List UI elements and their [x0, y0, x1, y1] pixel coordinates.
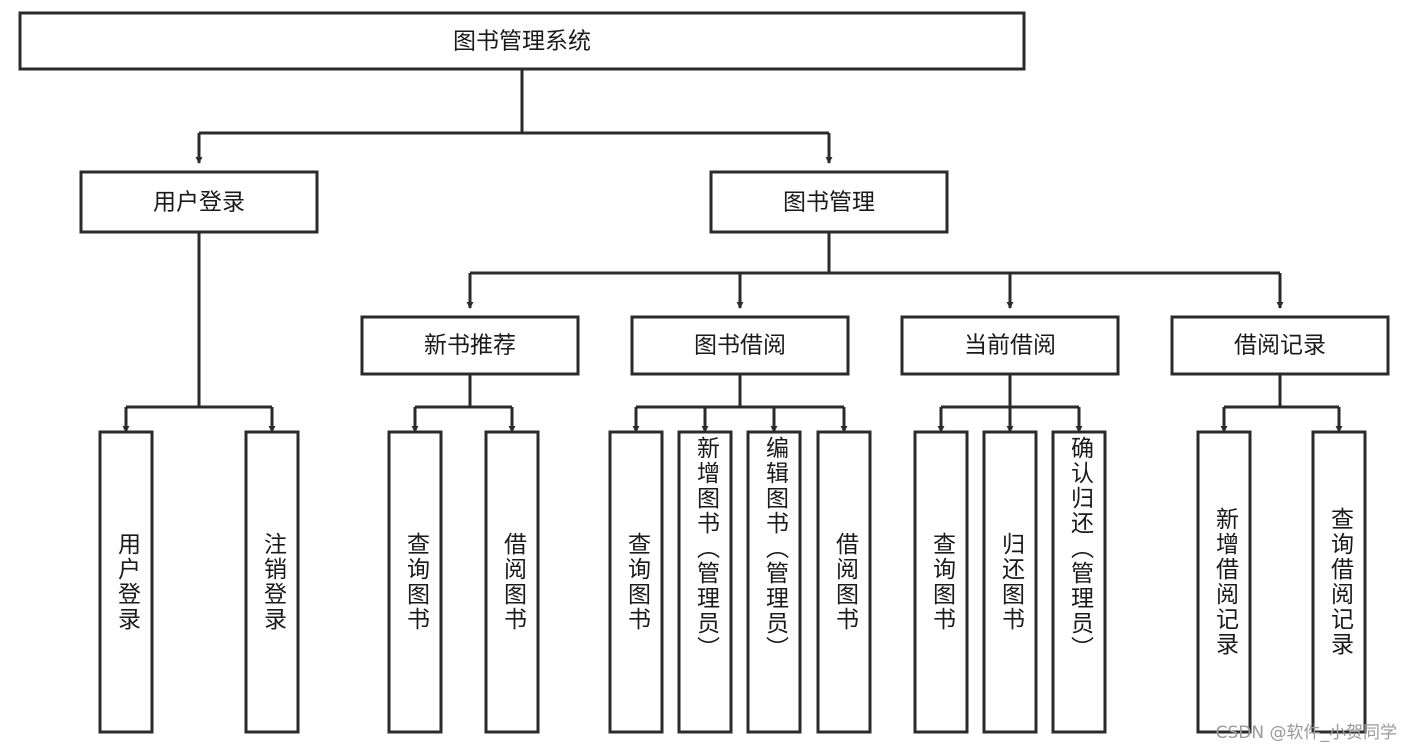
connector-group-record [1220, 374, 1343, 433]
connector-group-user-login [122, 232, 276, 433]
node-leaf-box-3[interactable] [484, 430, 540, 734]
node-leaf-box-7[interactable] [816, 430, 872, 734]
node-current-box[interactable] [900, 315, 1120, 376]
node-leaf-box-5[interactable] [677, 430, 733, 734]
node-leaf-box-2[interactable] [387, 430, 443, 734]
connector-group-root [195, 69, 833, 164]
node-leaf-box-6[interactable] [746, 430, 802, 734]
node-root-label: 图书管理系统 [453, 29, 591, 55]
node-leaf-box-9[interactable] [982, 430, 1038, 734]
node-leaf-box-11[interactable] [1196, 430, 1252, 734]
connector-group-new-book [411, 374, 516, 433]
node-record-label: 借阅记录 [1234, 333, 1326, 359]
node-new-book-label: 新书推荐 [424, 333, 516, 359]
node-root-box[interactable] [18, 11, 1026, 71]
node-book-mgmt-box[interactable] [709, 170, 949, 234]
connector-group-borrow [632, 374, 848, 433]
node-leaf-box-0[interactable] [98, 430, 154, 734]
connector-group-book-mgmt [466, 232, 1284, 309]
node-leaf-box-8[interactable] [913, 430, 969, 734]
node-user-login-label: 用户登录 [153, 190, 245, 216]
node-new-book-box[interactable] [360, 315, 580, 376]
node-user-login-box[interactable] [79, 170, 319, 234]
node-leaf-box-4[interactable] [608, 430, 664, 734]
node-leaf-box-12[interactable] [1311, 430, 1367, 734]
node-current-label: 当前借阅 [964, 333, 1056, 359]
node-book-mgmt-label: 图书管理 [783, 190, 875, 216]
node-borrow-label: 图书借阅 [694, 333, 786, 359]
node-record-box[interactable] [1170, 315, 1390, 376]
watermark-text: CSDN @软件_小贺同学 [1215, 723, 1397, 743]
node-leaf-box-10[interactable] [1051, 430, 1107, 734]
node-leaf-box-1[interactable] [244, 430, 300, 734]
connector-group-current [937, 374, 1083, 433]
node-borrow-box[interactable] [630, 315, 850, 376]
